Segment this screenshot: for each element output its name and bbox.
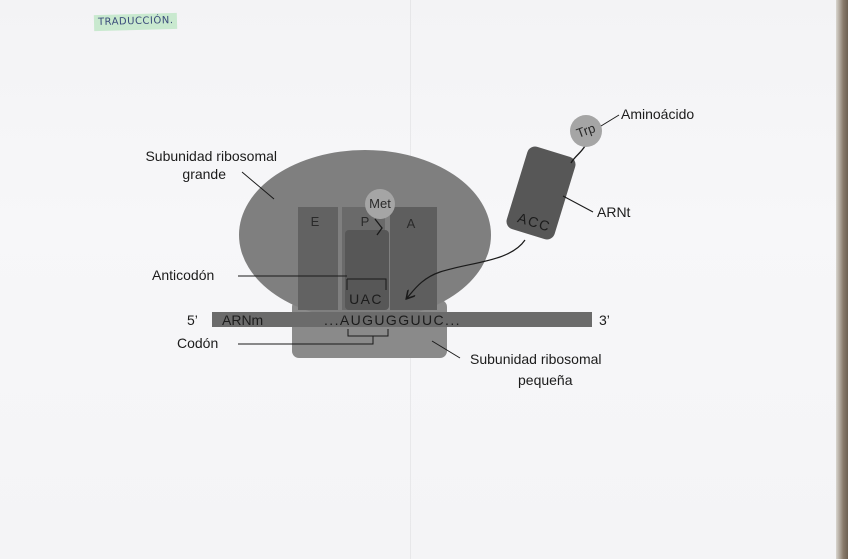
met-amino-acid: [365, 189, 395, 219]
site-e-label: E: [311, 214, 320, 229]
p-trna-anticodon: UAC: [349, 291, 383, 307]
large-subunit-label-line2: grande: [182, 166, 226, 182]
paper-edge: [836, 0, 848, 559]
mrna-label: ARNm: [222, 312, 263, 328]
small-subunit-label-line1: Subunidad ribosomal: [470, 351, 602, 367]
small-subunit-leader: [431, 340, 461, 359]
mrna-sequence: ...AUGUGGUUC...: [324, 312, 461, 328]
mrna-strand: [212, 312, 592, 327]
anticodon-label: Anticodón: [152, 267, 214, 283]
met-link: [374, 218, 383, 236]
large-subunit-label-line1: Subunidad ribosomal: [145, 148, 277, 164]
five-prime-label: 5’: [187, 312, 198, 328]
large-subunit-leader: [241, 171, 275, 200]
codon-leader: [238, 336, 374, 345]
site-p-label: P: [361, 214, 370, 229]
entry-arrow: [407, 239, 526, 298]
met-label: Met: [369, 196, 391, 211]
incoming-trna: [506, 146, 576, 240]
aminoacid-leader: [600, 114, 620, 127]
site-a-label: A: [407, 216, 416, 231]
p-site-trna: [345, 230, 389, 310]
anticodon-bracket: [346, 278, 387, 290]
trna-leader: [562, 195, 594, 213]
trp-link: [570, 145, 586, 164]
codon-bracket: [347, 329, 389, 337]
site-e: [298, 207, 338, 310]
three-prime-label: 3’: [599, 312, 610, 328]
trp-label: Trp: [574, 120, 597, 141]
trp-amino-acid: [570, 115, 602, 147]
small-subunit-label-line2: pequeña: [518, 372, 573, 388]
aminoacid-label: Aminoácido: [621, 106, 694, 122]
trna-label: ARNt: [597, 204, 631, 220]
codon-label: Codón: [177, 335, 218, 351]
